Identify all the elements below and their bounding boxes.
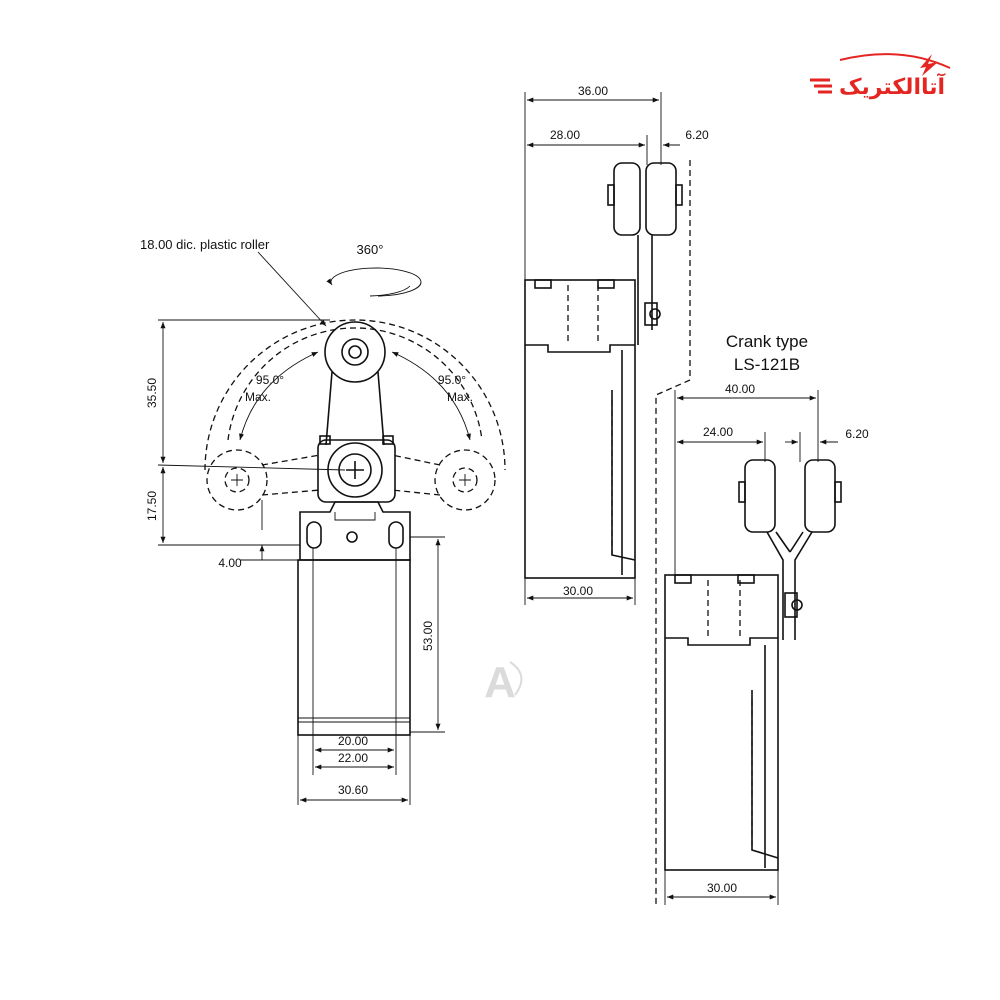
right-view: Crank type LS-121B 40.00 24.00 6.20 30.0… <box>664 332 869 905</box>
roller-b <box>645 162 677 236</box>
middle-view: 36.00 28.00 6.20 30.00 <box>524 84 709 905</box>
section-divider <box>655 160 691 905</box>
dim-30-60: 30.60 <box>338 783 368 797</box>
dim-30-00-middle: 30.00 <box>563 584 593 598</box>
dim-28-00: 28.00 <box>550 128 580 142</box>
dim-35-50: 35.50 <box>145 378 159 408</box>
dim-6-20-middle: 6.20 <box>685 128 709 142</box>
dim-4-00: 4.00 <box>218 556 242 570</box>
angle-left-max: Max. <box>245 390 271 404</box>
rotation-arrow <box>326 267 422 297</box>
rotation-label: 360° <box>357 242 384 257</box>
roller-d <box>804 459 836 533</box>
roller-left-dashed <box>206 449 321 511</box>
dim-22-00: 22.00 <box>338 751 368 765</box>
flange-notch <box>334 512 376 521</box>
switch-body-side <box>524 279 636 579</box>
roller-a <box>613 162 641 236</box>
pivot-housing <box>317 439 396 503</box>
dim-17-50: 17.50 <box>145 491 159 521</box>
swing-arc-outer <box>204 319 506 471</box>
housing-tab-right <box>382 435 394 445</box>
switch-body <box>297 559 411 736</box>
svg-text:A: A <box>484 658 516 707</box>
left-view: 35.50 17.50 4.00 53.00 20.00 22.00 30.60… <box>140 237 506 805</box>
switch-body-crank <box>664 574 779 871</box>
crank-type-title: Crank type <box>726 332 808 351</box>
roller-top <box>324 321 386 383</box>
roller-note: 18.00 dic. plastic roller <box>140 237 270 252</box>
angle-left: 95.0° <box>256 373 284 387</box>
angle-arrow-left <box>239 351 319 441</box>
arm <box>637 235 653 345</box>
mounting-flange <box>299 501 411 561</box>
roller-c <box>744 459 776 533</box>
mount-slot-right <box>388 521 404 549</box>
mount-slot-left <box>306 521 322 549</box>
dim-6-20-right: 6.20 <box>845 427 869 441</box>
lever-arm <box>325 371 385 446</box>
dim-24-00: 24.00 <box>703 425 733 439</box>
brand-logo: آتاالکتریک <box>810 53 951 100</box>
dim-30-00-right: 30.00 <box>707 881 737 895</box>
dim-20-00: 20.00 <box>338 734 368 748</box>
housing-tab-left <box>319 435 331 445</box>
watermark-logo: A <box>484 658 523 707</box>
dim-53-00: 53.00 <box>421 621 435 651</box>
roller-right-dashed <box>391 449 496 511</box>
svg-text:آتاالکتریک: آتاالکتریک <box>839 72 946 100</box>
angle-arrow-right <box>391 351 471 441</box>
crank-arm <box>766 531 813 640</box>
model-number: LS-121B <box>734 355 800 374</box>
angle-right-max: Max. <box>447 390 473 404</box>
center-hole <box>346 531 358 543</box>
dim-40-00: 40.00 <box>725 382 755 396</box>
dim-36-00: 36.00 <box>578 84 608 98</box>
angle-right: 95.0° <box>438 373 466 387</box>
pivot-screw <box>327 442 383 498</box>
